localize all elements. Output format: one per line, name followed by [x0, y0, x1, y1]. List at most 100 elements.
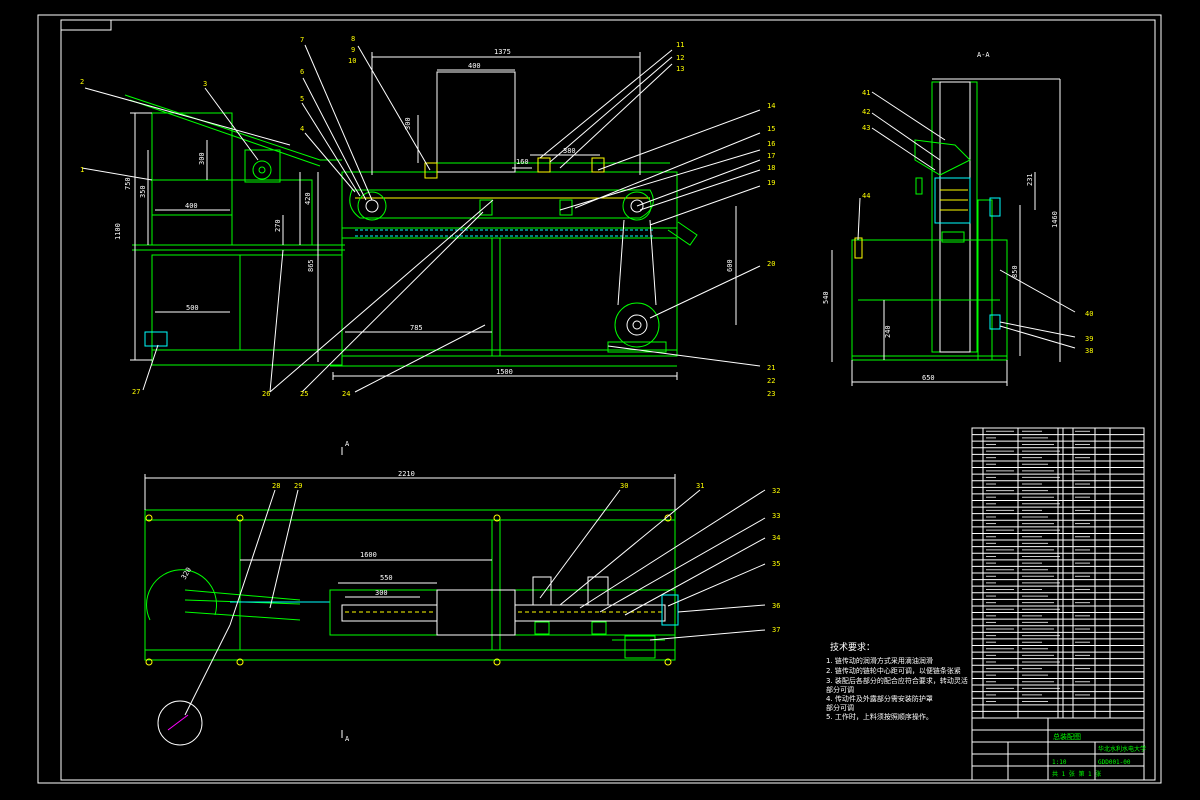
technical-notes: 技术要求： 1. 链传动的润滑方式采用滴油润滑 2. 链传动的链轮中心距可调，以… — [826, 641, 968, 721]
balloon-10: 10 — [348, 57, 356, 65]
side-dims: 1460 231 850 540 240 650 — [822, 78, 1061, 386]
dim-420: 420 — [304, 192, 312, 205]
balloon-3: 3 — [203, 80, 207, 88]
balloon-33: 33 — [772, 512, 780, 520]
balloon-39: 39 — [1085, 335, 1093, 343]
note-line-1: 1. 链传动的润滑方式采用滴油润滑 — [826, 656, 933, 665]
dim-350: 350 — [139, 185, 147, 198]
inner-border — [60, 19, 1156, 781]
balloon-28: 28 — [272, 482, 280, 490]
dim-160: 160 — [516, 158, 529, 166]
section-label: A-A — [977, 51, 990, 59]
balloon-19: 19 — [767, 179, 775, 187]
balloon-11: 11 — [676, 41, 684, 49]
note-line-6: 部分可调 — [826, 703, 854, 712]
balloon-37: 37 — [772, 626, 780, 634]
top-dims: 2210 1600 550 300 320 A A — [144, 440, 676, 743]
dim-270: 270 — [274, 219, 282, 232]
title-block: 总装配图 华北水利水电大学 GDD001-00 1:10 共 1 张 第 1 张 — [971, 717, 1146, 781]
balloon-29: 29 — [294, 482, 302, 490]
front-view — [124, 71, 698, 367]
note-line-3: 3. 装配后各部分的配合应符合要求，转动灵活 — [826, 676, 968, 685]
top-leaders: 28 29 30 31 32 33 34 35 36 37 — [184, 482, 780, 716]
dim-240: 240 — [884, 325, 892, 338]
school-name: 华北水利水电大学 — [1098, 745, 1146, 753]
front-leaders — [81, 44, 761, 393]
top-view — [144, 509, 679, 746]
balloon-23: 23 — [767, 390, 775, 398]
side-leaders: 41 42 43 44 40 39 38 — [857, 89, 1093, 355]
dim-1100: 1100 — [114, 223, 122, 240]
balloon-41: 41 — [862, 89, 870, 97]
balloon-40: 40 — [1085, 310, 1093, 318]
balloon-12: 12 — [676, 54, 684, 62]
dim-650: 650 — [922, 374, 935, 382]
dim-1460: 1460 — [1051, 211, 1059, 228]
balloon-21: 21 — [767, 364, 775, 372]
dim-785: 785 — [410, 324, 423, 332]
balloon-9: 9 — [351, 46, 355, 54]
dim-1375: 1375 — [494, 48, 511, 56]
balloon-42: 42 — [862, 108, 870, 116]
front-dims — [130, 52, 737, 380]
view-marker-bottom: A — [345, 735, 350, 743]
side-view: A-A — [851, 51, 1008, 361]
sheet-count: 共 1 张 第 1 张 — [1052, 770, 1101, 778]
outer-border — [37, 14, 1162, 784]
dim-600: 600 — [726, 259, 734, 272]
drawing-name: 总装配图 — [1053, 732, 1081, 741]
balloon-20: 20 — [767, 260, 775, 268]
dim-540: 540 — [822, 291, 830, 304]
balloon-8: 8 — [351, 35, 355, 43]
balloon-27: 27 — [132, 388, 140, 396]
dim-850: 850 — [1011, 265, 1019, 278]
note-line-4: 部分可调 — [826, 685, 854, 694]
dim-2210: 2210 — [398, 470, 415, 478]
balloon-7: 7 — [300, 36, 304, 44]
balloon-36: 36 — [772, 602, 780, 610]
balloon-2: 2 — [80, 78, 84, 86]
drawing-number: GDD001-00 — [1098, 759, 1131, 766]
dim-400-left: 400 — [185, 202, 198, 210]
front-dim-text: 1375 400 380 160 300 750 350 400 300 110… — [114, 48, 734, 376]
front-balloons: 1 2 3 4 5 6 7 8 9 10 11 12 13 14 15 16 1… — [80, 35, 775, 398]
balloon-44: 44 — [862, 192, 870, 200]
balloon-43: 43 — [862, 124, 870, 132]
balloon-34: 34 — [772, 534, 780, 542]
dim-550: 550 — [380, 574, 393, 582]
balloon-18: 18 — [767, 164, 775, 172]
balloon-32: 32 — [772, 487, 780, 495]
dim-320: 320 — [180, 566, 193, 581]
balloon-14: 14 — [767, 102, 775, 110]
dim-500: 500 — [186, 304, 199, 312]
note-line-5: 4. 传动件及外露部分需安装防护罩 — [826, 694, 933, 703]
balloon-1: 1 — [80, 166, 84, 174]
dim-750: 750 — [124, 177, 132, 190]
note-line-2: 2. 链传动的链轮中心距可调，以便链条张紧 — [826, 666, 961, 675]
balloon-30: 30 — [620, 482, 628, 490]
view-marker-top: A — [345, 440, 350, 448]
notes-title: 技术要求： — [830, 641, 875, 653]
dim-300a: 300 — [404, 117, 412, 130]
balloon-24: 24 — [342, 390, 350, 398]
balloon-26: 26 — [262, 390, 270, 398]
balloon-4: 4 — [300, 125, 304, 133]
dim-1500: 1500 — [496, 368, 513, 376]
balloon-31: 31 — [696, 482, 704, 490]
dim-300-left: 300 — [198, 152, 206, 165]
balloon-6: 6 — [300, 68, 304, 76]
balloon-38: 38 — [1085, 347, 1093, 355]
dim-380: 380 — [563, 147, 576, 155]
dim-1600: 1600 — [360, 551, 377, 559]
scale: 1:10 — [1052, 759, 1067, 766]
dim-231: 231 — [1026, 173, 1034, 186]
balloon-15: 15 — [767, 125, 775, 133]
balloon-22: 22 — [767, 377, 775, 385]
dim-400-top: 400 — [468, 62, 481, 70]
balloon-25: 25 — [300, 390, 308, 398]
balloon-16: 16 — [767, 140, 775, 148]
corner-stamp — [61, 20, 112, 31]
balloon-17: 17 — [767, 152, 775, 160]
balloon-35: 35 — [772, 560, 780, 568]
